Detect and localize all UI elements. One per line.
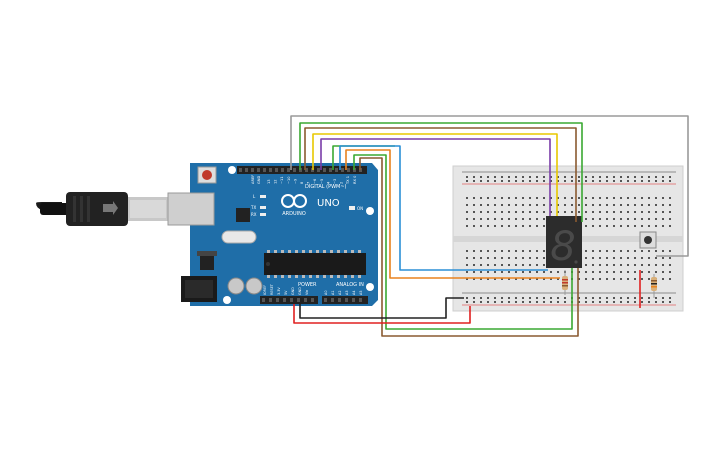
aref-label: AREF bbox=[251, 175, 255, 184]
arduino-uno-board[interactable]: ARDUINO UNO ON L TX RX bbox=[167, 163, 378, 306]
resistor-display bbox=[562, 270, 568, 295]
analog-pin-label: A2 bbox=[338, 291, 342, 295]
wire-green-top bbox=[299, 122, 583, 222]
digital-pin-label: 4 bbox=[326, 181, 330, 184]
model-label: UNO bbox=[317, 198, 340, 209]
digital-pin-label: TX 1 bbox=[346, 176, 350, 185]
v33-label: 3.3V bbox=[277, 287, 281, 295]
digital-pin-label: 13 bbox=[267, 179, 271, 184]
ioref-label: IOREF bbox=[263, 285, 267, 295]
wire-red bbox=[293, 304, 471, 324]
analog-pin-label: A3 bbox=[345, 291, 349, 295]
gnd-label-top: GND bbox=[257, 176, 261, 184]
digital-pin-label: ~3 bbox=[333, 179, 337, 184]
rx-led-label: RX bbox=[251, 212, 257, 217]
digital-pin-label: RX 0 bbox=[353, 175, 357, 184]
analog-pin-label: A1 bbox=[331, 291, 335, 295]
power-header-label: POWER bbox=[298, 282, 317, 288]
analog-header-label: ANALOG IN bbox=[336, 282, 364, 288]
push-button[interactable] bbox=[639, 231, 657, 249]
wire-brown-long bbox=[359, 157, 579, 337]
analog-pin-label: A0 bbox=[324, 291, 328, 295]
digital-pin-label: ~10 bbox=[287, 176, 291, 184]
v5-label: 5V bbox=[284, 290, 288, 295]
wire-black bbox=[299, 297, 464, 319]
tx-led-label: TX bbox=[250, 205, 256, 210]
power-pin-header[interactable] bbox=[260, 296, 318, 304]
atmega-chip bbox=[264, 250, 366, 278]
wire-green-long bbox=[353, 154, 573, 330]
digital-pin-label: ~11 bbox=[280, 176, 284, 184]
brand-label: ARDUINO bbox=[282, 211, 306, 217]
gnd-label-1: GND bbox=[291, 287, 295, 295]
analog-pin-label: A4 bbox=[352, 291, 356, 295]
seven-segment-digit: 8 bbox=[550, 224, 575, 270]
digital-pin-label: 8 bbox=[300, 181, 304, 184]
reset-button[interactable] bbox=[197, 166, 217, 184]
analog-pin-label: A5 bbox=[359, 291, 363, 295]
vin-label: Vin bbox=[305, 290, 309, 295]
l-led-label: L bbox=[253, 194, 256, 199]
wire-purple bbox=[320, 138, 551, 216]
wire-orange bbox=[345, 149, 560, 279]
digital-pin-label: 12 bbox=[274, 179, 278, 184]
resistor-button bbox=[651, 274, 657, 298]
wire-brown bbox=[304, 127, 577, 222]
digital-pin-label: ~9 bbox=[293, 178, 297, 184]
analog-pin-header[interactable] bbox=[322, 296, 368, 304]
seven-segment-display: 8 bbox=[546, 216, 582, 270]
power-jack bbox=[181, 276, 217, 302]
on-led-label: ON bbox=[357, 206, 363, 211]
reset-pin-label: RESET bbox=[270, 283, 274, 295]
digital-header-label: DIGITAL (PWM~) bbox=[305, 184, 347, 190]
gnd-label-2: GND bbox=[298, 287, 302, 295]
digital-pin-header[interactable] bbox=[237, 166, 367, 174]
wires bbox=[290, 115, 689, 337]
digital-pin-label: ~5 bbox=[320, 179, 324, 184]
wire-blue bbox=[339, 145, 548, 271]
digital-pin-label: 7 bbox=[307, 182, 311, 184]
digital-pin-label: ~6 bbox=[313, 178, 317, 184]
arduino-logo: ARDUINO UNO bbox=[281, 194, 340, 217]
wire-gray bbox=[290, 115, 689, 257]
wire-yellow bbox=[312, 133, 558, 216]
digital-pin-label: 2 bbox=[340, 182, 344, 184]
